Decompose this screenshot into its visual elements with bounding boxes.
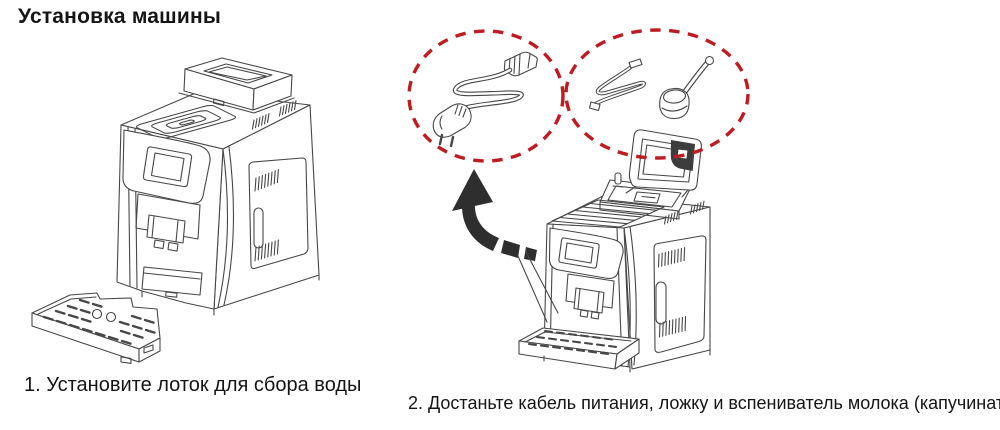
curved-arrow-icon <box>452 169 537 261</box>
step-2-caption: 2. Достаньте кабель питания, ложку и всп… <box>408 393 1000 413</box>
dispenser-spout <box>146 214 186 244</box>
top-vents <box>663 200 705 225</box>
dispenser-recess <box>135 193 201 240</box>
dashed-highlight-ellipse-accessories <box>564 28 750 160</box>
cup-warmer-maze-pattern <box>134 104 238 139</box>
dispenser-spout <box>573 287 605 314</box>
power-cable-icon <box>432 51 538 148</box>
side-vents-top <box>657 247 686 268</box>
side-vents-top <box>254 169 279 192</box>
milk-frother-icon <box>588 58 646 112</box>
spout-nozzles <box>153 239 179 252</box>
measuring-spoon-icon <box>659 55 715 120</box>
top-display-lid <box>178 57 295 114</box>
coffee-machine-open-illustration <box>518 129 711 373</box>
figure-step-2-illustration <box>407 28 750 373</box>
front-screen <box>142 146 193 188</box>
side-handle <box>655 281 667 325</box>
leader-lines <box>517 251 559 323</box>
front-screen <box>558 237 600 269</box>
dashed-highlight-circle-cable <box>407 29 565 163</box>
open-lid <box>625 129 702 198</box>
tray-slot <box>141 266 203 296</box>
side-panel <box>248 157 309 270</box>
coffee-machine-illustration <box>117 57 320 316</box>
side-vents-bottom <box>658 316 687 338</box>
front-panel <box>122 129 211 204</box>
cup-grill <box>551 199 665 228</box>
top-vents <box>251 99 297 130</box>
front-panel <box>548 227 624 279</box>
step-1-caption: 1. Установите лоток для сбора воды <box>24 374 362 396</box>
side-vents-bottom <box>254 239 279 262</box>
tray-grid <box>527 329 618 355</box>
page-title: Установка машины <box>18 5 221 28</box>
dispenser-recess <box>565 273 615 309</box>
side-handle <box>253 207 264 249</box>
spout-nozzles <box>579 309 600 320</box>
drip-tray-illustration <box>31 292 161 364</box>
side-panel <box>653 235 707 353</box>
tray-grid <box>42 298 156 345</box>
drip-tray-attached <box>518 327 640 370</box>
figure-step-1-illustration <box>31 57 320 364</box>
